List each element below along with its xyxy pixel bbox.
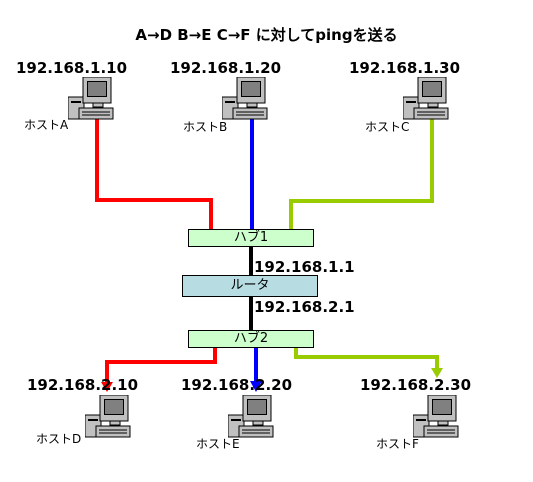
wire-hub2-host-d [105, 347, 217, 384]
host-f-label: ホストF [376, 437, 419, 451]
host-b-ip: 192.168.1.20 [170, 59, 282, 77]
host-d-label: ホストD [36, 432, 82, 446]
host-e-ip: 192.168.2.20 [181, 376, 293, 394]
host-a-computer-icon [68, 77, 114, 120]
host-c-label: ホストC [365, 120, 410, 134]
host-f-computer-icon [413, 395, 459, 438]
router: ルータ [182, 275, 318, 297]
host-f-ip: 192.168.2.30 [360, 376, 472, 394]
arrow-host-d [101, 382, 113, 392]
host-c-computer-icon [403, 77, 449, 120]
router-ip-lan2: 192.168.2.1 [254, 298, 355, 316]
host-a-ip: 192.168.1.10 [16, 59, 128, 77]
diagram-title: A→D B→E C→F に対してpingを送る [135, 26, 398, 44]
wire-host-c-hub1 [289, 118, 434, 230]
wire-host-a-hub1 [95, 118, 213, 230]
host-d-computer-icon [85, 395, 131, 438]
arrow-host-e [250, 381, 262, 392]
host-e-label: ホストE [196, 437, 240, 451]
wire-hub2-host-f [294, 347, 439, 370]
arrow-host-f [431, 368, 443, 378]
host-b-computer-icon [222, 77, 268, 120]
host-d-ip: 192.168.2.10 [27, 376, 139, 394]
host-c-ip: 192.168.1.30 [349, 59, 461, 77]
host-e-computer-icon [228, 395, 274, 438]
hub1: ハブ1 [188, 229, 314, 247]
hub2: ハブ2 [188, 330, 314, 348]
host-a-label: ホストA [24, 118, 69, 132]
router-ip-lan1: 192.168.1.1 [254, 258, 355, 276]
host-b-label: ホストB [183, 120, 228, 134]
